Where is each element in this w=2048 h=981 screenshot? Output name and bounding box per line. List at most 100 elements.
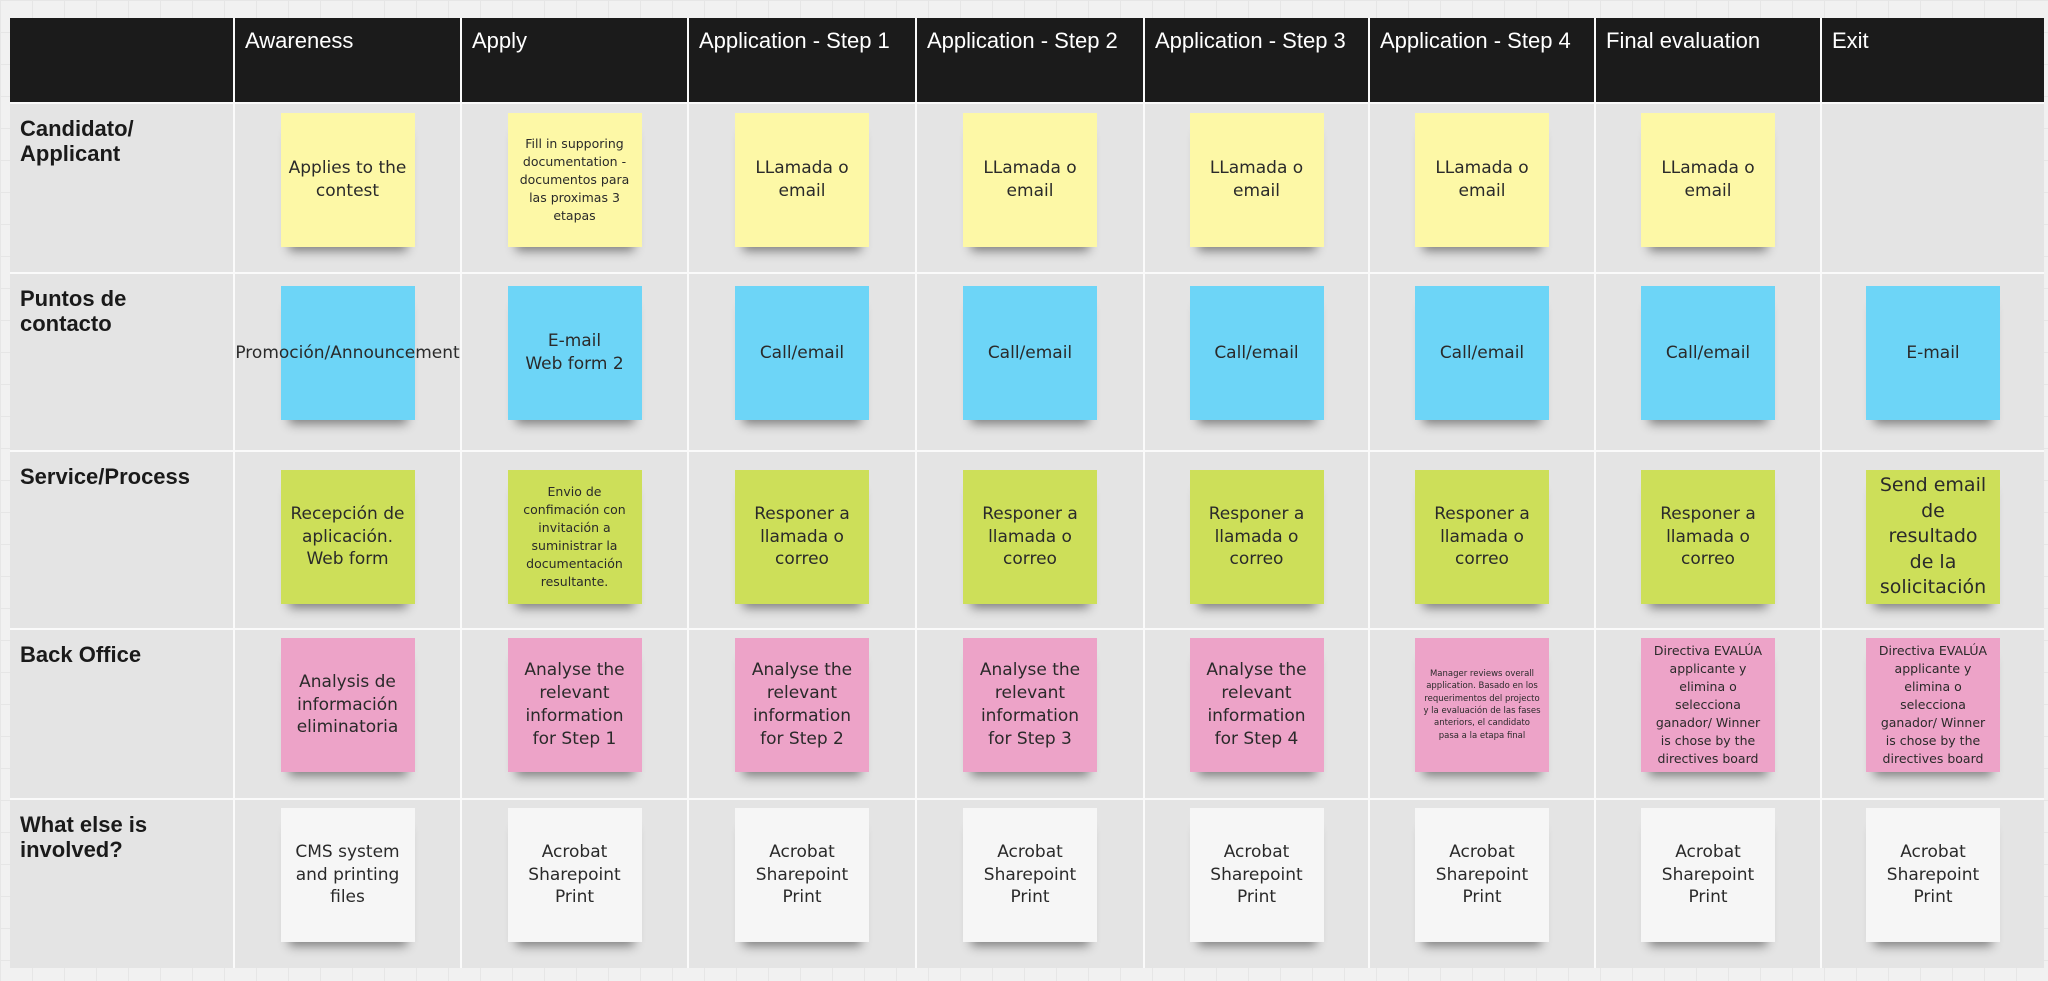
grid-cell: Acrobat Sharepoint Print <box>1145 800 1368 968</box>
grid-cell: Responer a llamada o correo <box>689 452 915 628</box>
sticky-note[interactable]: Directiva EVALÚA applicante y elimina o … <box>1866 638 2000 772</box>
grid-cell: Call/email <box>917 274 1143 450</box>
row-label: Candidato/ Applicant <box>10 104 233 272</box>
sticky-note[interactable]: LLamada o email <box>1641 113 1775 247</box>
grid-cell: Call/email <box>689 274 915 450</box>
sticky-note-text: Acrobat Sharepoint Print <box>1435 841 1529 908</box>
grid-cell <box>1822 104 2044 272</box>
grid-cell: Call/email <box>1596 274 1820 450</box>
sticky-note-text: Directiva EVALÚA applicante y elimina o … <box>1878 642 1988 767</box>
sticky-note[interactable]: Responer a llamada o correo <box>963 470 1097 604</box>
sticky-note-text: Envio de confimación con invitación a su… <box>523 483 626 590</box>
row-label: Back Office <box>10 630 233 798</box>
sticky-note[interactable]: Call/email <box>1641 286 1775 420</box>
sticky-note-text: Call/email <box>1439 342 1525 363</box>
sticky-note[interactable]: Acrobat Sharepoint Print <box>735 808 869 942</box>
grid-cell: Analyse the relevant information for Ste… <box>917 630 1143 798</box>
sticky-note-text: Acrobat Sharepoint Print <box>1210 841 1303 908</box>
sticky-note-text: Directiva EVALÚA applicante y elimina o … <box>1653 642 1763 767</box>
sticky-note[interactable]: Responer a llamada o correo <box>1641 470 1775 604</box>
grid-cell: Call/email <box>1145 274 1368 450</box>
grid-cell: Acrobat Sharepoint Print <box>689 800 915 968</box>
grid-cell: E-mail Web form 2 <box>462 274 687 450</box>
grid-cell: LLamada o email <box>689 104 915 272</box>
sticky-note-text: Manager reviews overall application. Bas… <box>1423 669 1541 741</box>
sticky-note[interactable]: Recepción de aplicación. Web form <box>280 470 415 604</box>
grid-cell: Acrobat Sharepoint Print <box>1822 800 2044 968</box>
row-label: Service/Process <box>10 452 233 628</box>
sticky-note-text: Analyse the relevant information for Ste… <box>1206 660 1307 749</box>
sticky-note[interactable]: Responer a llamada o correo <box>735 470 869 604</box>
sticky-note[interactable]: Acrobat Sharepoint Print <box>963 808 1097 942</box>
grid-cell: Analyse the relevant information for Ste… <box>462 630 687 798</box>
sticky-note-text: Applies to the contest <box>288 158 407 201</box>
grid-cell: LLamada o email <box>1596 104 1820 272</box>
sticky-note-text: Acrobat Sharepoint Print <box>1661 841 1755 908</box>
grid-cell: Send email de resultado de la solicitaci… <box>1822 452 2044 628</box>
sticky-note[interactable]: Analyse the relevant information for Ste… <box>963 638 1097 772</box>
sticky-note[interactable]: Acrobat Sharepoint Print <box>1866 808 2000 942</box>
sticky-note[interactable]: E-mail Web form 2 <box>507 286 642 420</box>
sticky-note[interactable]: Applies to the contest <box>280 113 415 247</box>
sticky-note-text: Analyse the relevant information for Ste… <box>751 660 853 749</box>
sticky-note[interactable]: Envio de confimación con invitación a su… <box>507 470 642 604</box>
grid-cell: Applies to the contest <box>235 104 460 272</box>
sticky-note[interactable]: Call/email <box>963 286 1097 420</box>
sticky-note-text: Analysis de información eliminatoria <box>296 671 399 738</box>
sticky-note[interactable]: Fill in supporing documentation - docume… <box>507 113 642 247</box>
sticky-note[interactable]: LLamada o email <box>963 113 1097 247</box>
grid-cell: Analyse the relevant information for Ste… <box>689 630 915 798</box>
sticky-note-text: Acrobat Sharepoint Print <box>983 841 1077 908</box>
sticky-note[interactable]: Call/email <box>1189 286 1324 420</box>
sticky-note[interactable]: Call/email <box>1415 286 1549 420</box>
sticky-note[interactable]: Manager reviews overall application. Bas… <box>1415 638 1549 772</box>
column-header: Application - Step 4 <box>1370 18 1594 102</box>
sticky-note[interactable]: LLamada o email <box>1415 113 1549 247</box>
sticky-note[interactable]: LLamada o email <box>735 113 869 247</box>
sticky-note[interactable]: E-mail <box>1866 286 2000 420</box>
sticky-note[interactable]: Acrobat Sharepoint Print <box>1641 808 1775 942</box>
sticky-note-text: LLamada o email <box>983 158 1077 201</box>
sticky-note-text: Acrobat Sharepoint Print <box>528 841 621 908</box>
grid-cell: CMS system and printing files <box>235 800 460 968</box>
column-header: Final evaluation <box>1596 18 1820 102</box>
sticky-note[interactable]: Analyse the relevant information for Ste… <box>1189 638 1324 772</box>
grid-cell: Manager reviews overall application. Bas… <box>1370 630 1594 798</box>
sticky-note[interactable]: Acrobat Sharepoint Print <box>507 808 642 942</box>
header-corner <box>10 18 233 102</box>
sticky-note[interactable]: Promoción/Announcement <box>235 286 460 420</box>
sticky-note-text: Responer a llamada o correo <box>982 503 1078 570</box>
grid-cell: Analyse the relevant information for Ste… <box>1145 630 1368 798</box>
sticky-note[interactable]: Acrobat Sharepoint Print <box>1415 808 1549 942</box>
sticky-note-text: Call/email <box>987 342 1073 363</box>
grid-cell: Responer a llamada o correo <box>1370 452 1594 628</box>
sticky-note-text: Send email de resultado de la solicitaci… <box>1879 473 1987 599</box>
column-header: Awareness <box>235 18 460 102</box>
grid-cell: Directiva EVALÚA applicante y elimina o … <box>1822 630 2044 798</box>
sticky-note[interactable]: LLamada o email <box>1189 113 1324 247</box>
sticky-note-text: E-mail Web form 2 <box>525 331 624 374</box>
sticky-note-text: LLamada o email <box>755 158 849 201</box>
sticky-note-text: Fill in supporing documentation - docume… <box>519 135 630 224</box>
sticky-note[interactable]: Responer a llamada o correo <box>1415 470 1549 604</box>
sticky-note[interactable]: Analyse the relevant information for Ste… <box>735 638 869 772</box>
sticky-note-text: Acrobat Sharepoint Print <box>1886 841 1980 908</box>
sticky-note[interactable]: Analysis de información eliminatoria <box>280 638 415 772</box>
sticky-note[interactable]: Send email de resultado de la solicitaci… <box>1866 470 2000 604</box>
grid-cell: LLamada o email <box>917 104 1143 272</box>
sticky-note[interactable]: Analyse the relevant information for Ste… <box>507 638 642 772</box>
grid-cell: LLamada o email <box>1145 104 1368 272</box>
grid-cell: Envio de confimación con invitación a su… <box>462 452 687 628</box>
sticky-note-text: Responer a llamada o correo <box>1660 503 1756 570</box>
sticky-note[interactable]: Acrobat Sharepoint Print <box>1189 808 1324 942</box>
grid-cell: LLamada o email <box>1370 104 1594 272</box>
sticky-note-text: Acrobat Sharepoint Print <box>755 841 849 908</box>
row-label: Puntos de contacto <box>10 274 233 450</box>
grid-cell: Responer a llamada o correo <box>1145 452 1368 628</box>
sticky-note[interactable]: CMS system and printing files <box>280 808 415 942</box>
sticky-note-text: E-mail <box>1906 342 1960 363</box>
grid-cell: Promoción/Announcement <box>235 274 460 450</box>
sticky-note[interactable]: Responer a llamada o correo <box>1189 470 1324 604</box>
sticky-note[interactable]: Directiva EVALÚA applicante y elimina o … <box>1641 638 1775 772</box>
sticky-note[interactable]: Call/email <box>735 286 869 420</box>
